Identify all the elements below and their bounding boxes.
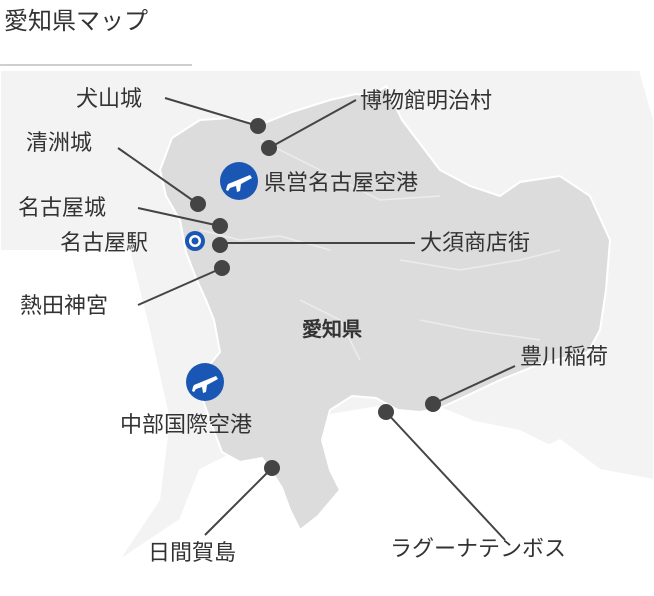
label-aichi-prefecture: 愛知県 (302, 317, 362, 341)
markers (190, 118, 441, 476)
label-laguna-ten-bosch: ラグーナテンボス (390, 537, 566, 562)
label-nagoya-station: 名古屋駅 (60, 231, 148, 256)
sea-area (0, 250, 170, 596)
marker-meijimura (261, 140, 277, 156)
marker-toyokawa-inari (425, 396, 441, 412)
label-inuyama-castle: 犬山城 (76, 87, 142, 112)
airplane-icon (220, 162, 258, 200)
label-toyokawa-inari: 豊川稲荷 (520, 345, 608, 370)
aichi-prefecture-shape (158, 84, 612, 532)
marker-osu (212, 237, 228, 253)
marker-inuyama (250, 118, 266, 134)
sea-area-east (280, 420, 654, 596)
marker-kiyosu (190, 196, 206, 212)
airplane-icon (186, 363, 224, 401)
municipal-border (199, 139, 561, 361)
marker-laguna (378, 404, 394, 420)
station-ring-icon (185, 231, 205, 251)
page-title: 愛知県マップ (4, 7, 148, 35)
marker-atsuta (214, 260, 230, 276)
leader-lines (117, 97, 516, 541)
label-komaki-airport: 県営名古屋空港 (264, 171, 418, 196)
label-osu-shopping-street: 大須商店街 (420, 231, 530, 256)
label-atsuta-shrine: 熱田神宮 (20, 294, 108, 319)
label-centrair-airport: 中部国際空港 (120, 413, 252, 438)
marker-himakajima (264, 460, 280, 476)
marker-nagoya-castle (212, 218, 228, 234)
label-nagoya-castle: 名古屋城 (18, 196, 106, 221)
title-underline (0, 64, 192, 66)
label-meiji-mura: 博物館明治村 (360, 89, 492, 114)
label-kiyosu-castle: 清洲城 (26, 131, 92, 156)
label-himakajima: 日間賀島 (148, 541, 236, 566)
